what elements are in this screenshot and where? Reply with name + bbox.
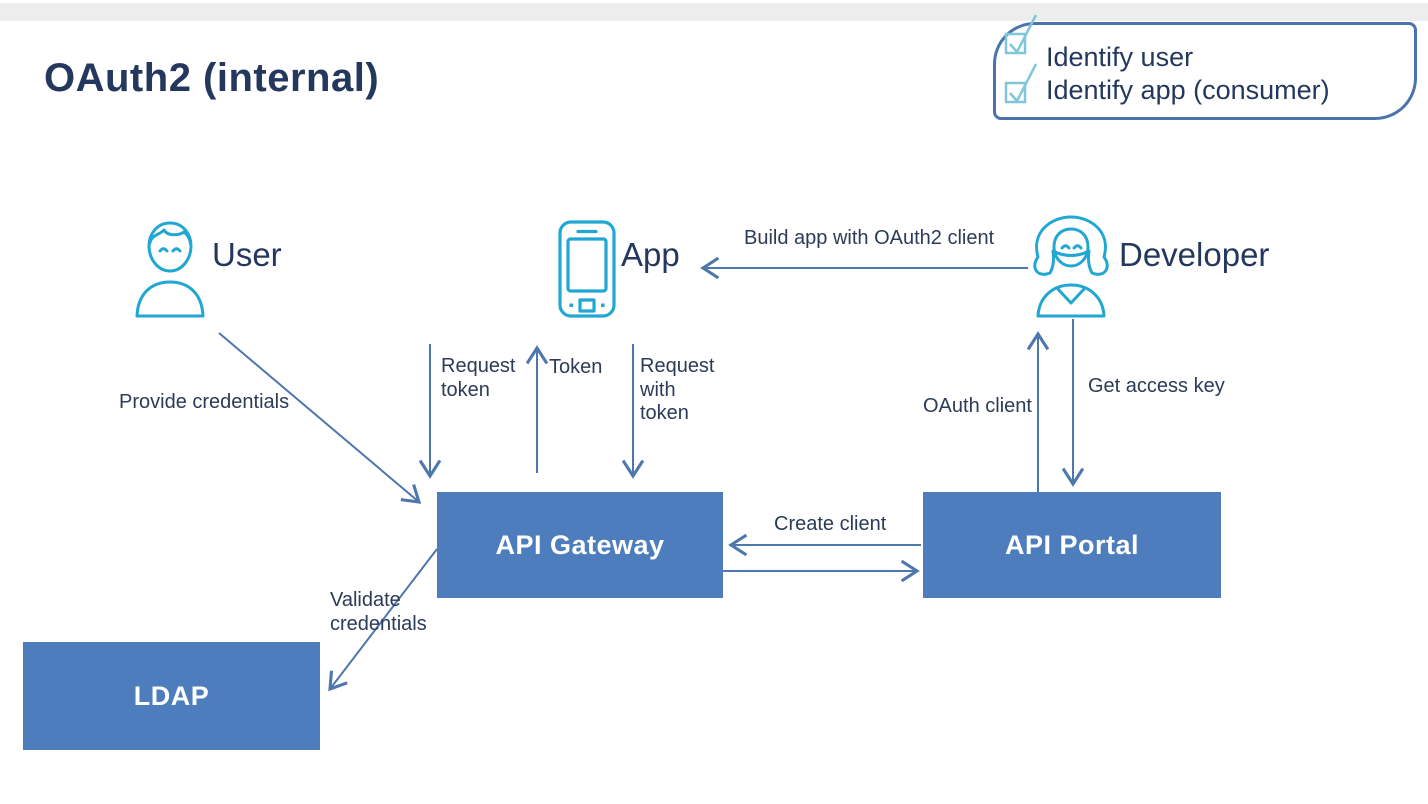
node-label-api-gateway: API Gateway [495, 529, 665, 560]
actor-label-user: User [212, 236, 282, 273]
node-api-portal: API Portal [923, 492, 1221, 598]
flow-label-build-app: Build app with OAuth2 client [744, 227, 995, 249]
developer-icon [1033, 215, 1109, 318]
smartphone-icon [558, 220, 616, 318]
node-ldap: LDAP [23, 642, 320, 750]
flow-label-provide-credentials: Provide credentials [119, 391, 290, 413]
flow-label-get-access-key: Get access key [1088, 375, 1225, 397]
flow-label-validate-credentials: Validate credentials [330, 589, 427, 635]
checklist-callout: Identify user Identify app (consumer) [993, 14, 1417, 120]
checkbox-checked-icon [1004, 14, 1038, 55]
node-api-gateway: API Gateway [437, 492, 723, 598]
top-band [0, 3, 1428, 21]
node-label-api-portal: API Portal [1004, 529, 1140, 560]
actor-label-app: App [621, 236, 680, 273]
actor-label-developer: Developer [1119, 236, 1270, 273]
flow-label-request-with-token: Request with token [640, 355, 715, 425]
page-title: OAuth2 (internal) [44, 56, 380, 100]
flow-label-token: Token [549, 356, 603, 378]
user-icon [135, 221, 205, 318]
flow-label-oauth-client: OAuth client [923, 395, 1032, 417]
flow-label-create-client: Create client [774, 513, 887, 535]
flow-label-request-token: Request token [441, 355, 516, 401]
checklist-item: Identify app (consumer) [1046, 75, 1330, 105]
arrow-provide-credentials [218, 332, 419, 502]
node-label-ldap: LDAP [133, 680, 210, 711]
checklist-item: Identify user [1046, 42, 1194, 72]
checkbox-checked-icon [1004, 63, 1038, 104]
